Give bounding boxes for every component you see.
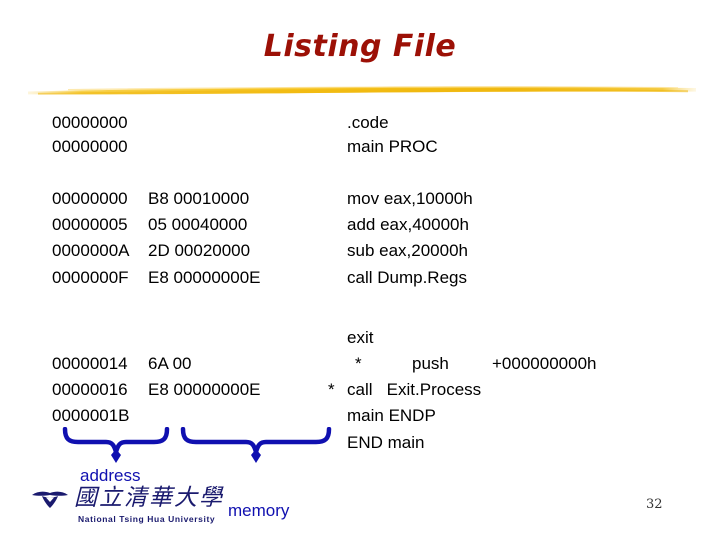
listing-bytes: 6A 00: [148, 354, 192, 373]
university-name-chinese: 國立清華大學: [74, 485, 224, 511]
listing-instruction: sub eax,20000h: [347, 241, 468, 260]
listing-address: 00000000: [52, 137, 128, 156]
listing-macro-marker: *: [328, 380, 335, 399]
listing-bytes: E8 00000000E: [148, 268, 261, 287]
listing-bytes: 05 00040000: [148, 215, 248, 234]
listing-instruction: push: [412, 354, 449, 373]
university-crest-icon: [32, 491, 68, 508]
listing-address: 0000001B: [52, 406, 130, 425]
address-brace-icon: [62, 427, 170, 463]
brushstroke-divider: [28, 86, 696, 95]
listing-bytes: 2D 00020000: [148, 241, 251, 260]
listing-macro-marker: *: [355, 354, 362, 373]
listing-instruction: .code: [347, 113, 389, 132]
address-annotation-label: address: [80, 466, 141, 485]
page-number: 32: [646, 497, 663, 512]
listing-address: 00000005: [52, 215, 128, 234]
listing-instruction: call Dump.Regs: [347, 268, 467, 287]
listing-instruction: END main: [347, 433, 425, 452]
university-logo: 國立清華大學 National Tsing Hua University: [30, 484, 240, 532]
listing-bytes: B8 00010000: [148, 189, 250, 208]
listing-instruction: main PROC: [347, 137, 438, 156]
listing-instruction: add eax,40000h: [347, 215, 469, 234]
memory-content-brace-icon: [180, 427, 332, 463]
memory-content-label-line1: memory: [228, 501, 290, 520]
university-name-english: National Tsing Hua University: [78, 514, 216, 524]
memory-content-annotation-label: memory content: [228, 463, 289, 540]
listing-operand: +000000000h: [492, 354, 597, 373]
listing-address: 00000016: [52, 380, 128, 399]
listing-address: 0000000F: [52, 268, 129, 287]
listing-instruction: exit: [347, 328, 374, 347]
listing-instruction: call Exit.Process: [347, 380, 482, 399]
page-title: Listing File: [263, 29, 457, 64]
listing-address: 00000000: [52, 189, 128, 208]
listing-instruction: main ENDP: [347, 406, 436, 425]
listing-address: 0000000A: [52, 241, 130, 260]
listing-address: 00000014: [52, 354, 128, 373]
listing-bytes: E8 00000000E: [148, 380, 261, 399]
listing-instruction: mov eax,10000h: [347, 189, 473, 208]
listing-address: 00000000: [52, 113, 128, 132]
